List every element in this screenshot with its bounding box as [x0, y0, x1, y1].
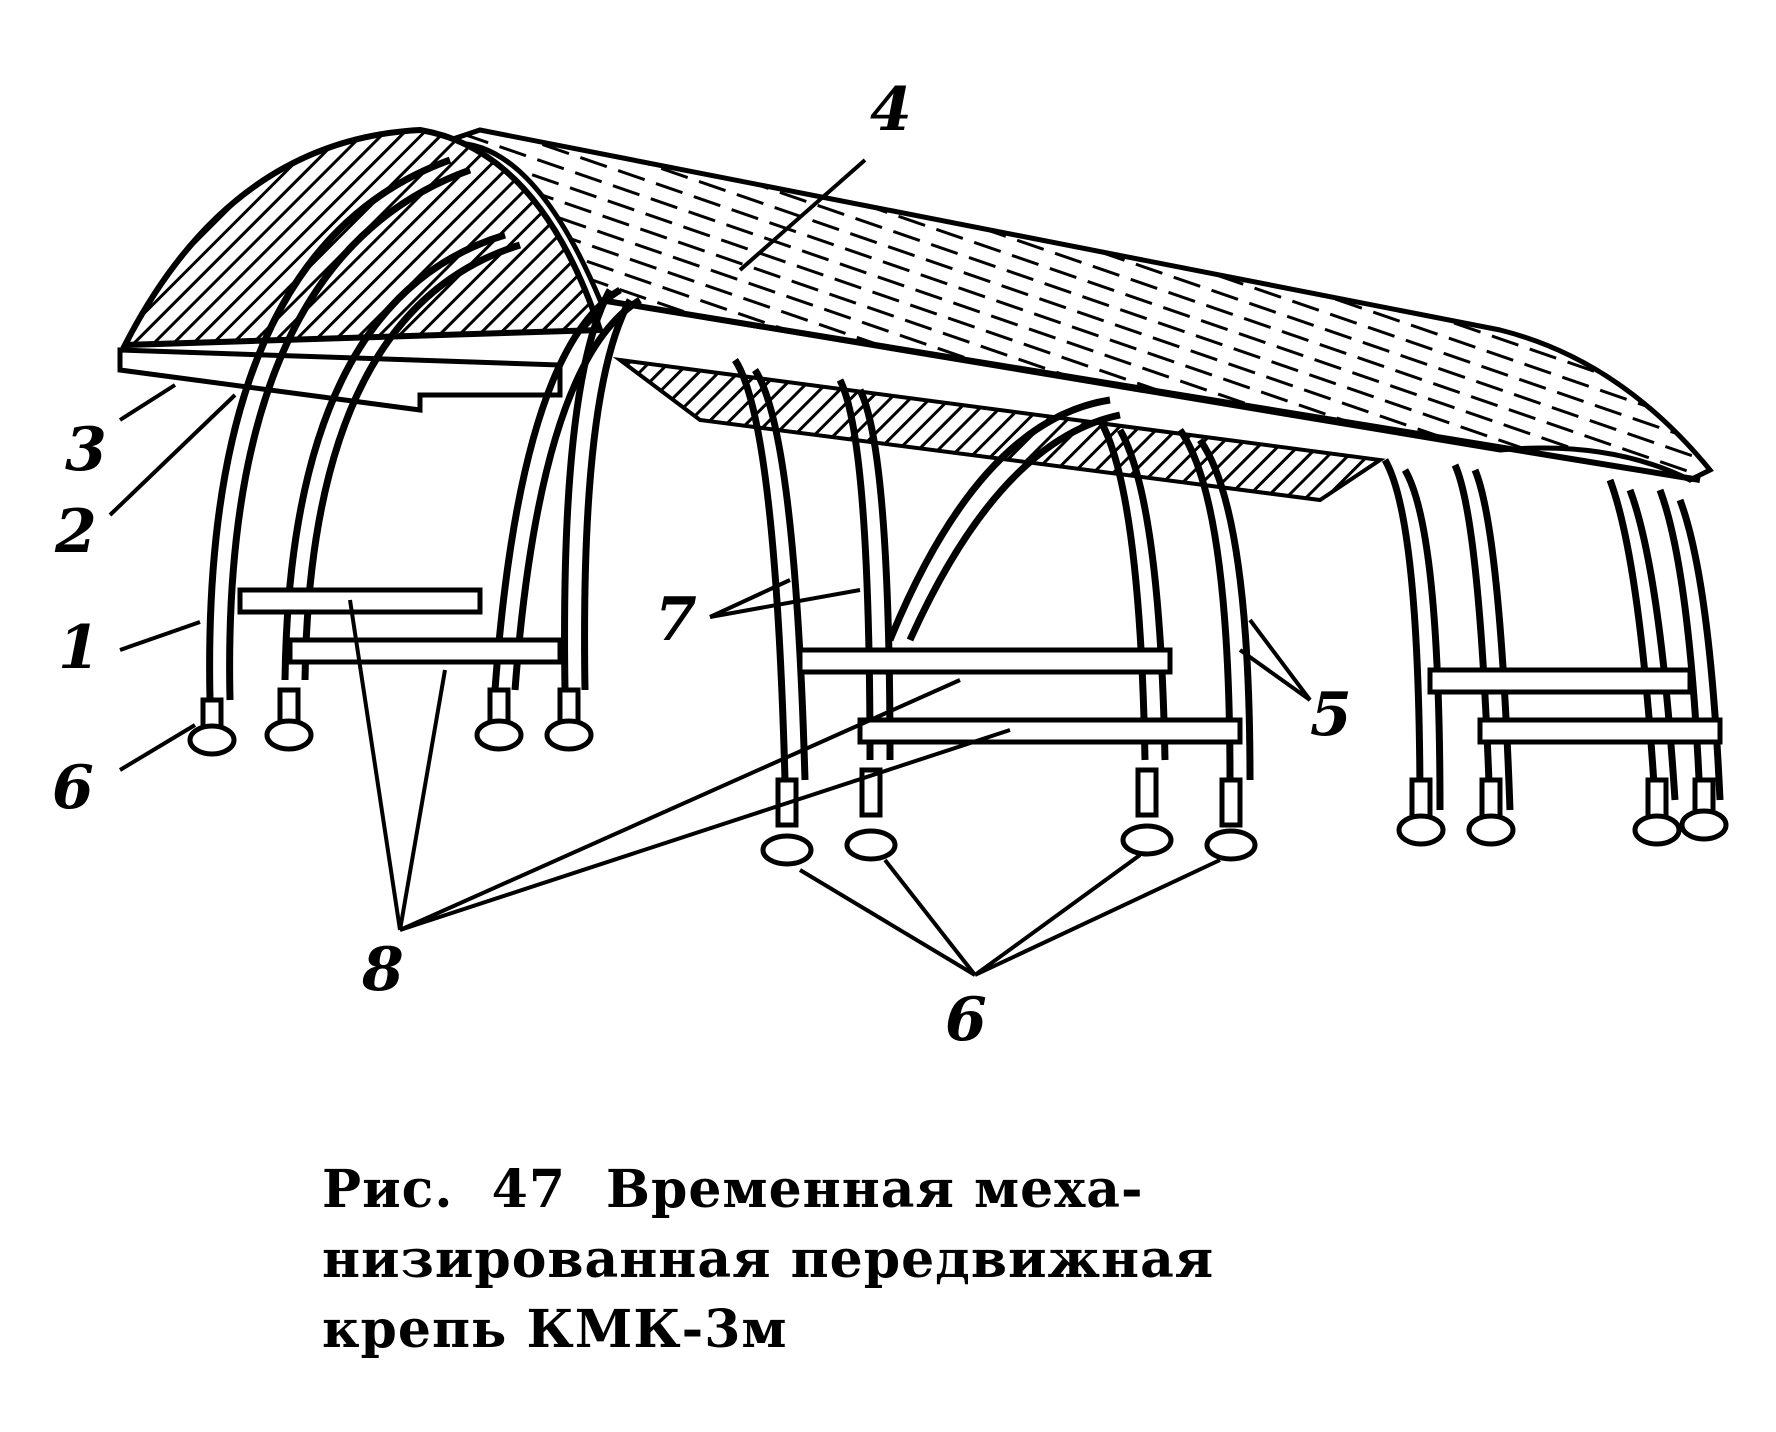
caption-text-1: Временная меха-: [606, 1159, 1144, 1220]
callout-1: 1: [58, 613, 100, 683]
callout-5: 5: [1310, 680, 1352, 750]
jack-feet: [187, 687, 1729, 867]
callout-6-bottom: 6: [945, 985, 987, 1055]
callout-8: 8: [361, 935, 404, 1005]
callout-6-left: 6: [52, 753, 94, 823]
leader-lines: [108, 158, 1312, 977]
callout-4: 4: [870, 75, 912, 145]
support-diagram: 1 2 3 4 5 6 6 7 8: [52, 75, 1729, 1055]
callout-labels: 1 2 3 4 5 6 6 7 8: [52, 75, 1352, 1055]
arches: [206, 156, 1724, 811]
figure-number: 47: [491, 1159, 567, 1220]
caption-line-2: низированная передвижная: [322, 1229, 1215, 1290]
caption-line-1: Рис. 47 Временная меха-: [322, 1155, 1214, 1225]
callout-7: 7: [655, 585, 697, 655]
callout-2: 2: [54, 497, 97, 567]
beams: [237, 587, 1723, 745]
figure-label: Рис.: [322, 1159, 454, 1220]
roof-lagging: [419, 127, 1714, 483]
caption-line-3: крепь КМК-3м: [322, 1299, 788, 1360]
figure-caption: Рис. 47 Временная меха- низированная пере…: [322, 1155, 1214, 1365]
callout-3: 3: [65, 415, 107, 485]
